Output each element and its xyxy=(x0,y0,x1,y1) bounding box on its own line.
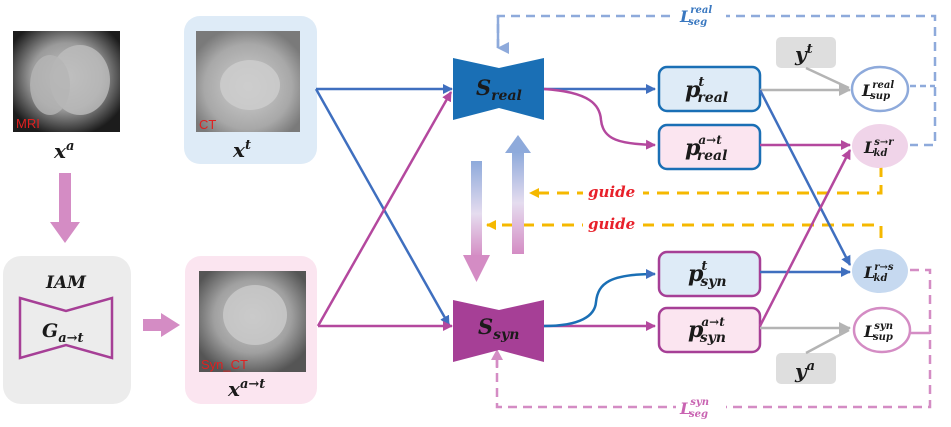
label-y-a: ya xyxy=(776,353,836,384)
label-y-t: yt xyxy=(776,37,836,68)
mri-input: MRI xa xyxy=(13,31,120,163)
iam-title: IAM xyxy=(45,273,87,293)
svg-text:xt: xt xyxy=(232,138,251,162)
guide-label-1: guide xyxy=(588,183,635,201)
syn-ct-input: Syn_CT xa→t xyxy=(185,256,317,404)
ct-input: CT xt xyxy=(184,16,317,164)
svg-text:xa: xa xyxy=(53,139,74,163)
svg-text:ya: ya xyxy=(794,359,815,383)
up-arrow-head xyxy=(505,135,531,153)
svg-text:Ls→rkd: Ls→rkd xyxy=(863,137,894,159)
guide-lines xyxy=(486,165,883,238)
svg-text:yt: yt xyxy=(794,42,813,66)
svg-text:Ga→t: Ga→t xyxy=(42,320,84,346)
svg-text:Lr→skd: Lr→skd xyxy=(863,262,894,284)
ct-tag: CT xyxy=(199,117,216,132)
mri-tag: MRI xyxy=(16,116,40,131)
network-output-arrows xyxy=(543,84,656,331)
syn-ct-tag: Syn_CT xyxy=(201,357,248,372)
input-arrows xyxy=(314,84,453,331)
guide-label-2: guide xyxy=(588,215,635,233)
generator-shape xyxy=(18,296,114,360)
svg-text:Sreal: Sreal xyxy=(476,75,522,104)
seg-syn-loop xyxy=(491,268,932,409)
knowledge-transfer-arrows xyxy=(463,135,531,282)
loss-arrows xyxy=(758,66,852,355)
seg-real-loop xyxy=(496,14,937,147)
down-arrow-head xyxy=(463,255,490,282)
s-real-network: Sreal xyxy=(453,58,544,120)
s-syn-network: Ssyn xyxy=(453,300,544,362)
mri-to-iam-arrow xyxy=(50,173,80,243)
svg-text:Ssyn: Ssyn xyxy=(478,314,519,343)
svg-text:xa→t: xa→t xyxy=(227,377,265,401)
iam-to-syn-arrow xyxy=(143,313,180,337)
iam-module: IAM Ga→t xyxy=(3,256,131,404)
